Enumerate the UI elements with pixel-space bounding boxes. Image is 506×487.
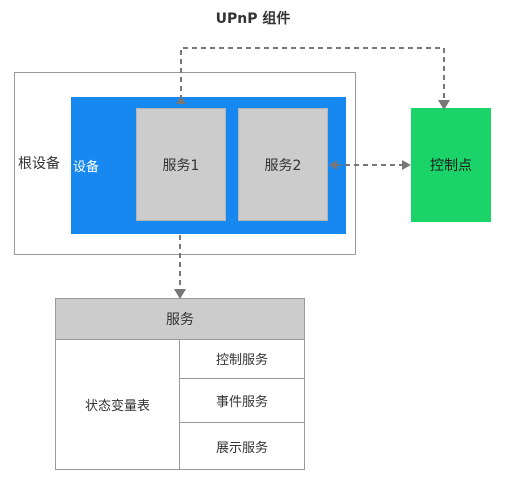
diagram-title: UPnP 组件 <box>215 11 291 27</box>
arrowhead-left-service2 <box>329 160 337 170</box>
service-table-row-presentation: 展示服务 <box>179 422 305 470</box>
root-device-label: 根设备 <box>18 156 60 172</box>
device-label: 设备 <box>73 160 100 175</box>
control-point-box: 控制点 <box>411 108 491 222</box>
arrowhead-down-control-point <box>438 100 450 110</box>
arrowhead-up-service1 <box>176 96 186 104</box>
service1-control-point-arrow <box>180 47 445 102</box>
service-2-box: 服务2 <box>238 108 328 221</box>
service-1-box: 服务1 <box>136 108 226 221</box>
arrowhead-right-control-point <box>402 160 411 170</box>
arrowhead-down-service-table <box>174 289 186 299</box>
